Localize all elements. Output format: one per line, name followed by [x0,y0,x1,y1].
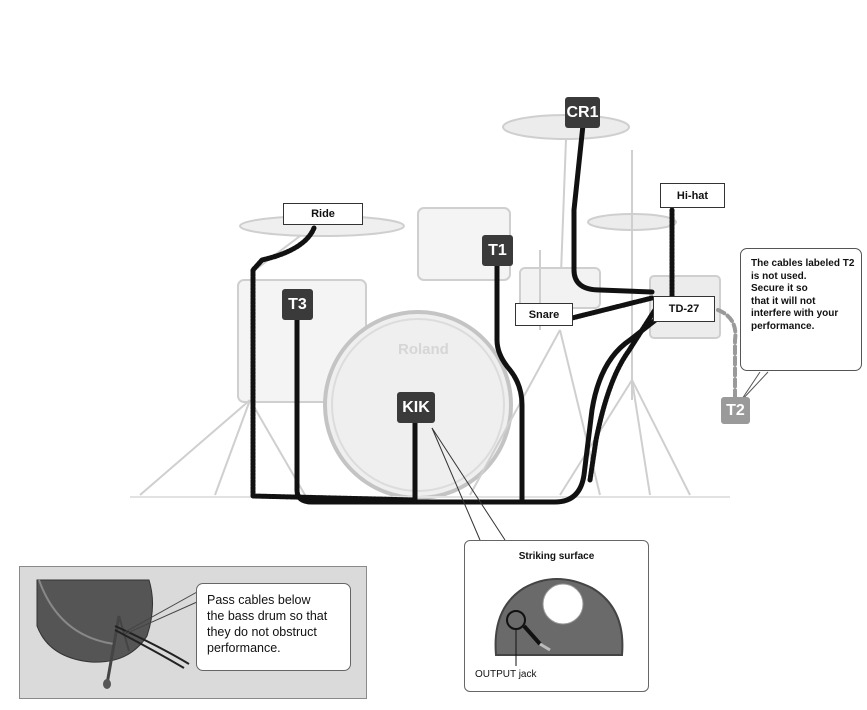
cable-note-line: performance. [207,641,281,655]
t2-unused-note: The cables labeled T2 is not used. Secur… [740,248,862,371]
t3-tag: T3 [282,289,313,320]
t2-note-line: performance. [751,320,815,332]
cr1-cable [571,122,655,295]
cable-note-line: the bass drum so that [207,609,328,623]
cables [250,122,738,505]
cr1-tag: CR1 [565,97,600,128]
t2-note-line: Secure it so [751,283,808,294]
strike-pointer-left [431,427,481,541]
t2-note-line: is not used. [751,270,807,282]
t2-note-line: interfere with your [751,308,839,319]
t3-cable [294,312,418,505]
kik-tag: KIK [397,392,435,423]
drum-kit-illustration: Roland [130,114,730,500]
cable-routing-note: Pass cables below the bass drum so that … [196,583,351,671]
cable-note-line: they do not obstruct [207,625,317,639]
cable-note-line: Pass cables below [207,593,311,607]
t2-unused-cable [716,308,738,402]
ride-label: Ride [283,203,363,225]
t1-tag: T1 [482,235,513,266]
ride-cable [250,225,418,503]
t1-cable [494,252,525,503]
snare-label: Snare [515,303,573,326]
inset-illustration [36,579,198,689]
module-label: TD-27 [653,296,715,322]
striking-surface-illustration [494,578,624,666]
output-jack-label: OUTPUT jack [475,669,537,680]
strike-pointer-right [431,427,506,541]
snare-cable [569,295,655,321]
hihat-label: Hi-hat [660,183,725,208]
t2-note-line: The cables labeled T2 [751,258,855,269]
t2-note-line: that it will not [751,295,816,307]
t2-tag: T2 [721,397,750,424]
bass-drum-logo: Roland [398,341,449,358]
module-cable-2 [587,299,663,483]
striking-surface-title: Striking surface [518,551,595,562]
main-cable-trunk [412,315,661,505]
